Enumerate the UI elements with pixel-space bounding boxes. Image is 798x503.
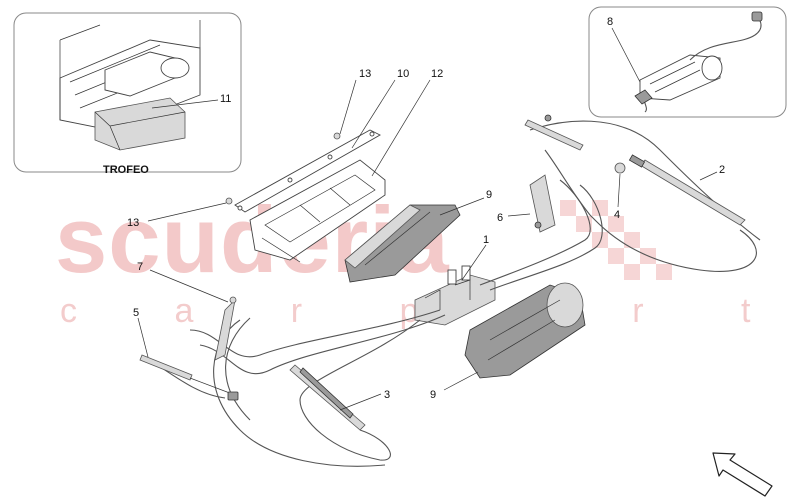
callout-4: 4 xyxy=(614,209,620,221)
wiring-inset: 8 xyxy=(588,6,787,118)
callout-12: 12 xyxy=(431,68,443,80)
screw-13-top xyxy=(333,132,341,140)
support-frame-12 xyxy=(249,159,386,263)
sensor-6 xyxy=(529,174,556,233)
callout-7: 7 xyxy=(137,261,143,273)
callout-8: 8 xyxy=(607,16,613,28)
callout-2: 2 xyxy=(719,164,725,176)
cylinder-5 xyxy=(139,354,239,401)
sensor-7 xyxy=(214,296,237,361)
trofeo-battery-box xyxy=(94,97,186,151)
checker-flag-watermark xyxy=(560,200,672,280)
battery-9-upper xyxy=(344,204,461,283)
callout-1: 1 xyxy=(483,234,489,246)
cylinder-2 xyxy=(628,154,746,226)
callout-11: 11 xyxy=(220,93,231,105)
valve-block-1 xyxy=(414,265,496,326)
cylinder-upper xyxy=(524,114,584,151)
callout-9-upper: 9 xyxy=(486,189,492,201)
hydraulic-hoses xyxy=(149,120,761,467)
trofeo-assembly-drawing xyxy=(59,20,201,151)
plug-4 xyxy=(614,162,626,174)
cylinder-3 xyxy=(289,364,366,431)
wiring-harness-drawing xyxy=(634,11,763,113)
trofeo-label: TROFEO xyxy=(103,164,149,176)
callout-3: 3 xyxy=(384,389,390,401)
callout-10: 10 xyxy=(397,68,409,80)
callout-5: 5 xyxy=(133,307,139,319)
callout-13-left: 13 xyxy=(127,217,139,229)
callout-9-lower: 9 xyxy=(430,389,436,401)
callout-6: 6 xyxy=(497,212,503,224)
callouts: 13 10 12 13 9 1 6 4 2 7 5 9 3 xyxy=(127,68,725,401)
leader-lines xyxy=(137,79,718,411)
leader-8 xyxy=(611,27,641,83)
bracket-10 xyxy=(234,129,381,213)
battery-9-lower xyxy=(464,282,586,379)
screw-13-left xyxy=(225,197,233,205)
callout-13-top: 13 xyxy=(359,68,371,80)
direction-arrow-icon xyxy=(712,452,773,497)
leader-11 xyxy=(151,99,219,109)
trofeo-inset: 11 TROFEO xyxy=(13,12,242,176)
